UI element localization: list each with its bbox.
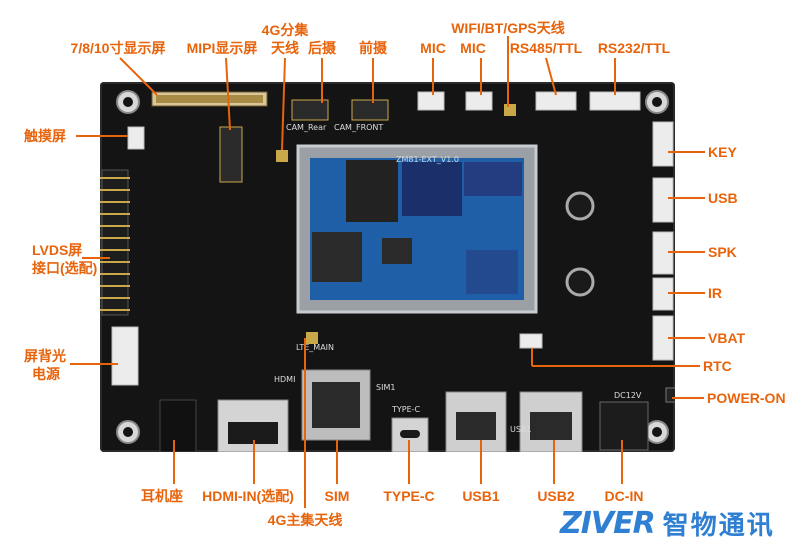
vbat-connector	[652, 315, 674, 361]
rear-camera-connector	[291, 99, 329, 121]
memory-chip	[402, 162, 462, 216]
mipi-connector	[219, 126, 243, 183]
capacitor	[565, 267, 595, 297]
label-wifi-bt-gps: WIFI/BT/GPS天线	[451, 20, 565, 36]
label-rs485: RS485/TTL	[509, 40, 583, 56]
label-hdmi-in: HDMI-IN(选配)	[202, 488, 294, 504]
rtc-connector	[519, 333, 543, 349]
key-connector	[652, 121, 674, 167]
soc-chip	[346, 160, 398, 222]
logo-name: 智物通讯	[662, 509, 775, 540]
backlight-connector	[111, 326, 139, 386]
label-rs232: RS232/TTL	[597, 40, 671, 56]
dc-in-jack	[599, 401, 649, 451]
rs485-connector	[535, 91, 577, 111]
usb-connector	[652, 177, 674, 223]
brand-logo: ZIVER 智物通讯	[560, 505, 775, 541]
capacitor	[565, 191, 595, 221]
label-sim: SIM	[324, 488, 350, 504]
silk-model: ZM81-EXT_V1.0	[396, 155, 459, 164]
silk-sim: SIM1	[376, 383, 395, 392]
pcb-board-illustration: ZM81-EXT_V1.0 CAM_Rear CAM_F	[100, 90, 679, 453]
mic2-connector	[465, 91, 493, 111]
label-lte-diversity-1: 4G分集	[261, 22, 309, 38]
label-lvds-2: 接口(选配)	[32, 260, 98, 276]
label-vbat: VBAT	[708, 330, 746, 346]
label-mic-1: MIC	[420, 40, 446, 56]
ir-connector	[652, 277, 674, 311]
label-usb: USB	[708, 190, 738, 206]
power-on-button	[665, 387, 679, 403]
label-lte-diversity-2: 天线	[271, 40, 299, 56]
lte-main-antenna-ufl	[306, 332, 318, 344]
pcb-board-photo: ZM81-EXT_V1.0 CAM_Rear CAM_F	[100, 82, 679, 453]
pmic-chip	[312, 232, 362, 282]
label-lte-main: 4G主集天线	[267, 512, 343, 528]
front-camera-connector	[351, 99, 389, 121]
label-backlight-2: 电源	[32, 366, 60, 382]
label-display-7-8-10: 7/8/10寸显示屏	[70, 40, 166, 56]
rs232-connector	[589, 91, 641, 111]
silk-dc12v: DC12V	[614, 391, 642, 400]
label-ir: IR	[708, 285, 722, 301]
wifi-antenna-ufl	[504, 104, 516, 116]
label-backlight-1: 屏背光	[24, 348, 66, 364]
mic1-connector	[417, 91, 445, 111]
spk-connector	[652, 231, 674, 275]
label-rtc: RTC	[703, 358, 732, 374]
label-rear-camera: 后摄	[308, 40, 336, 56]
label-mipi-display: MIPI显示屏	[186, 40, 258, 56]
label-dc-in: DC-IN	[604, 488, 644, 504]
silk-cam-front: CAM_FRONT	[334, 123, 383, 132]
touch-connector	[127, 126, 145, 150]
label-lvds-1: LVDS屏	[32, 242, 83, 258]
label-type-c: TYPE-C	[383, 488, 435, 504]
logo-mark: ZIVER	[560, 505, 656, 541]
label-front-camera: 前摄	[359, 40, 387, 56]
label-spk: SPK	[708, 244, 737, 260]
label-touch: 触摸屏	[24, 128, 66, 144]
label-power-on: POWER-ON	[707, 390, 786, 406]
emmc-chip	[464, 162, 522, 196]
silk-usb1: USB1	[510, 425, 532, 434]
lte-div-antenna-ufl	[276, 150, 288, 162]
label-earphone: 耳机座	[141, 488, 183, 504]
silk-lte-main: LTE_MAIN	[296, 343, 334, 352]
label-mic-2: MIC	[460, 40, 486, 56]
label-usb2: USB2	[537, 488, 575, 504]
silk-hdmi: HDMI	[274, 375, 295, 384]
label-key: KEY	[708, 144, 737, 160]
earphone-jack	[159, 399, 197, 453]
silk-typec: TYPE-C	[391, 405, 421, 414]
label-usb1: USB1	[462, 488, 500, 504]
silk-cam-rear: CAM_Rear	[286, 123, 327, 132]
lvds-pin-header	[101, 169, 129, 316]
